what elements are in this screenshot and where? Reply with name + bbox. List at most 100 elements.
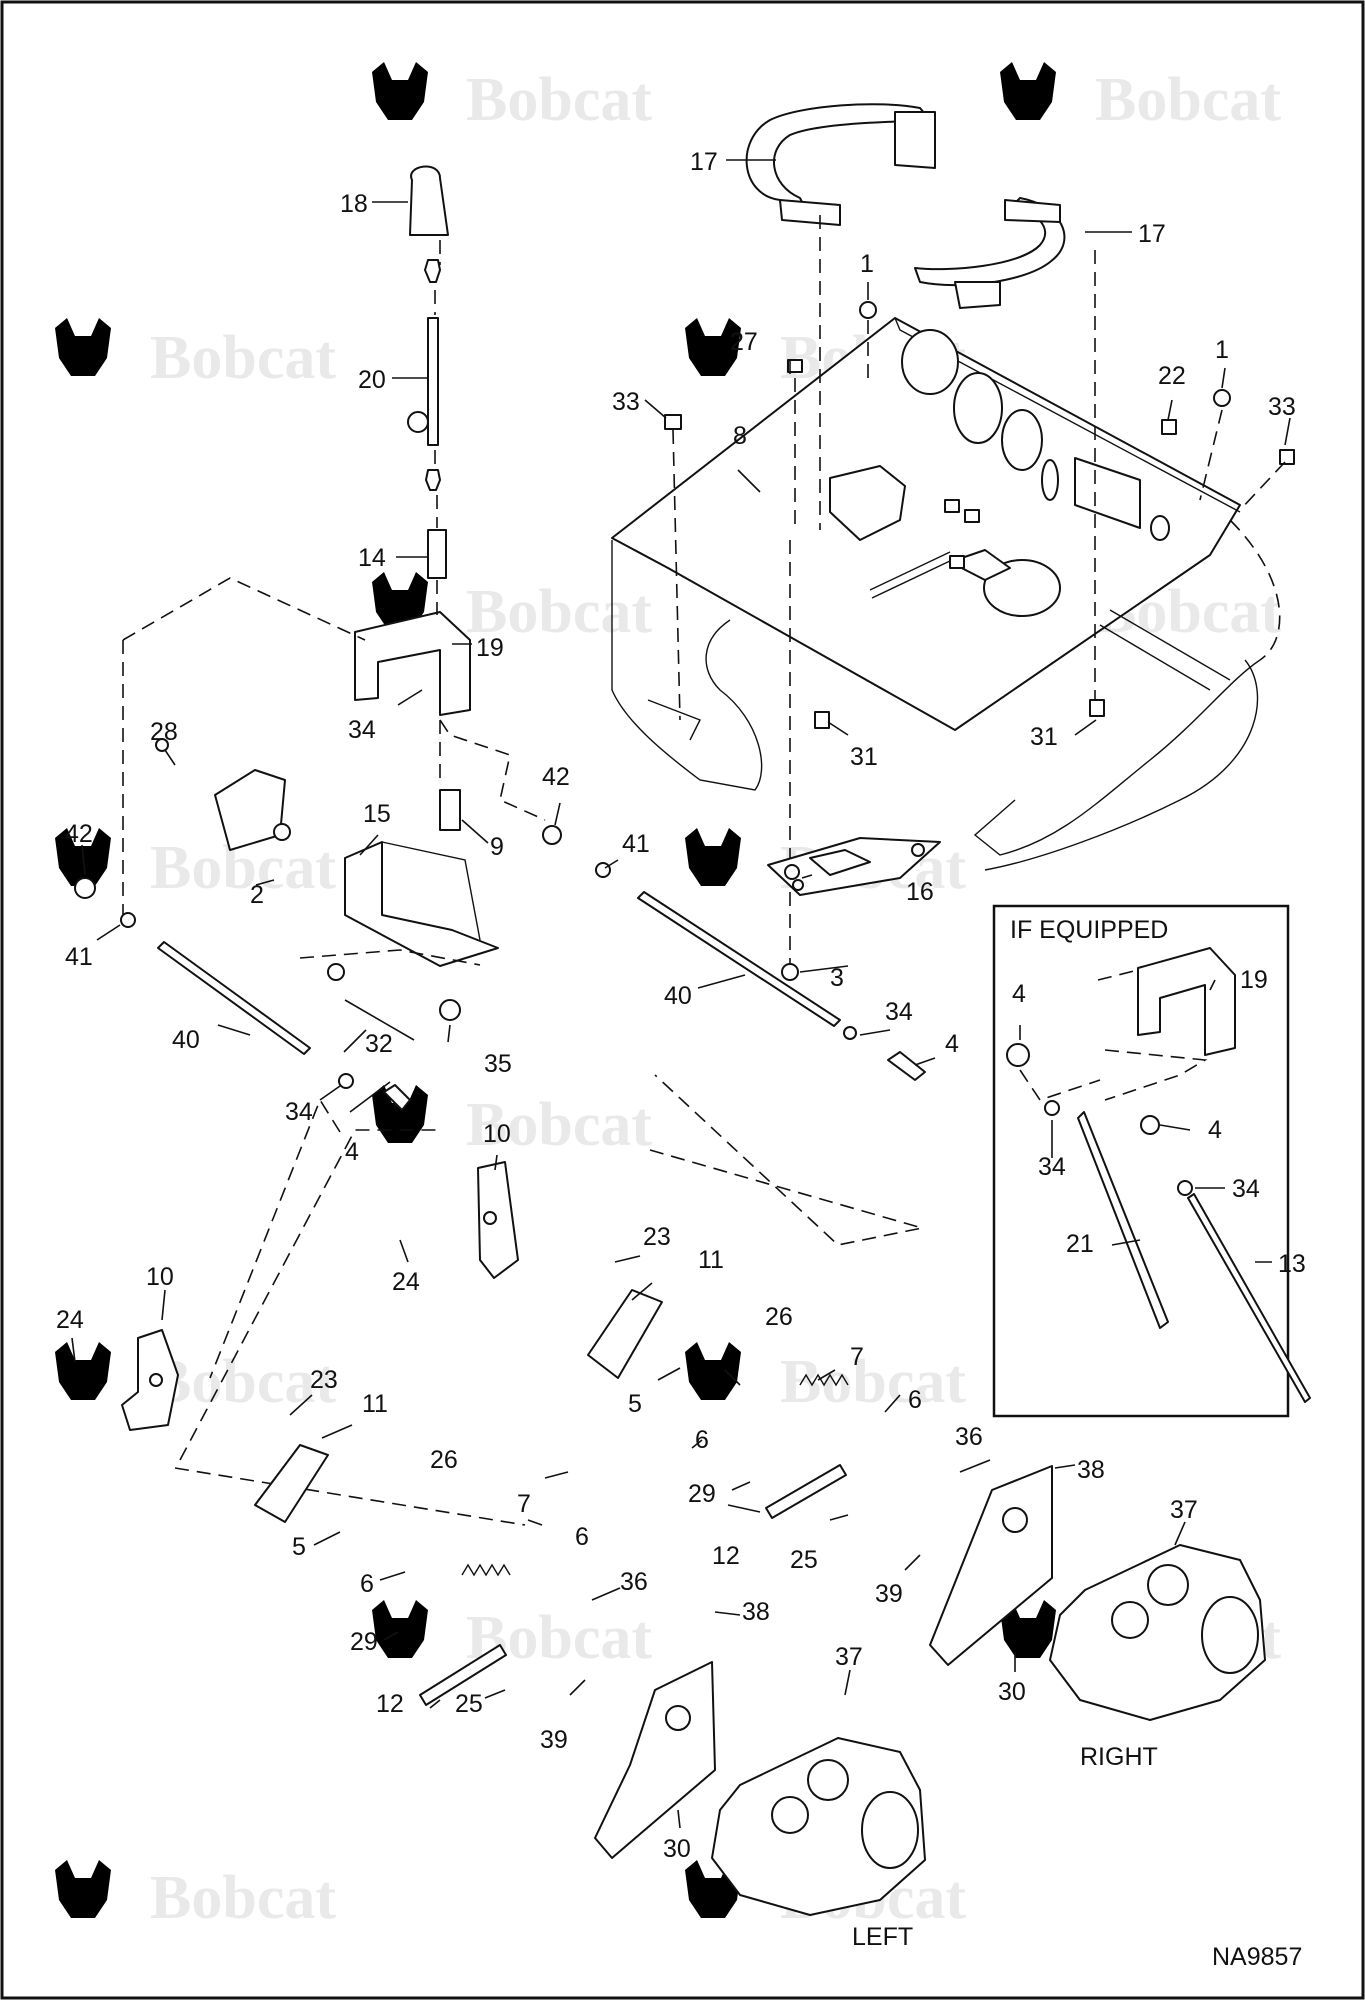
callout-38: 38	[742, 1598, 770, 1626]
callout-39: 39	[875, 1580, 903, 1608]
callout-13: 13	[1278, 1250, 1306, 1278]
callout-41: 41	[622, 830, 650, 858]
callout-4: 4	[945, 1030, 959, 1058]
callout-42: 42	[542, 763, 570, 791]
knob	[409, 165, 449, 236]
callout-8: 8	[733, 422, 747, 450]
callout-11: 11	[698, 1246, 724, 1274]
pump-plate-38-left	[594, 1661, 716, 1859]
callout-17: 17	[1138, 220, 1166, 248]
callout-4: 4	[1208, 1116, 1222, 1144]
callout-21: 21	[1066, 1230, 1094, 1258]
springs	[461, 1373, 849, 1577]
plate-28	[214, 769, 286, 851]
linkage-arm-11-upper	[587, 1289, 663, 1379]
callout-27: 27	[730, 328, 758, 356]
callout-34: 34	[1232, 1175, 1260, 1203]
plate-fasteners	[664, 301, 1295, 729]
watermark-logo: Bobcat	[55, 828, 336, 902]
callout-3: 3	[830, 964, 844, 992]
callout-15: 15	[363, 800, 391, 828]
callout-5: 5	[628, 1390, 642, 1418]
callout-39: 39	[540, 1726, 568, 1754]
callout-35: 35	[484, 1050, 512, 1078]
watermark-text: Bobcat	[150, 1864, 336, 1932]
watermark-logo: Bobcat	[1000, 62, 1281, 134]
alignment-lines-left	[122, 240, 923, 1526]
callout-7: 7	[850, 1343, 864, 1371]
chassis-outline	[611, 540, 1261, 871]
callout-26: 26	[765, 1303, 793, 1331]
watermark-logo: Bobcat	[55, 1342, 336, 1416]
callout-33: 33	[612, 388, 640, 416]
pump-right	[1049, 1544, 1266, 1721]
inset-title: IF EQUIPPED	[1010, 916, 1168, 944]
figure-code: NA9857	[1212, 1943, 1302, 1971]
watermark-logo: Bobcat	[372, 572, 652, 646]
watermark-logo: Bobcat	[55, 318, 336, 392]
watermark-text: Bobcat	[466, 1091, 652, 1159]
callout-31: 31	[1030, 723, 1058, 751]
linkage-bracket-10-upper	[477, 1161, 519, 1279]
grab-handle-left	[745, 103, 936, 226]
hardware	[74, 411, 926, 1111]
pump-label-left: LEFT	[852, 1923, 913, 1951]
callout-20: 20	[358, 366, 386, 394]
callout-34: 34	[348, 716, 376, 744]
callout-6: 6	[575, 1523, 589, 1551]
callout-23: 23	[643, 1223, 671, 1251]
lever-rod	[424, 259, 447, 579]
watermark-text: Bobcat	[466, 578, 652, 646]
watermark-text: Bobcat	[780, 1348, 966, 1416]
pump-label-right: RIGHT	[1080, 1743, 1158, 1771]
callout-26: 26	[430, 1446, 458, 1474]
callout-30: 30	[663, 1835, 691, 1863]
callout-41: 41	[65, 943, 93, 971]
callout-40: 40	[664, 982, 692, 1010]
callout-37: 37	[835, 1643, 863, 1671]
leader-lines	[71, 159, 1291, 1829]
callout-40: 40	[172, 1026, 200, 1054]
callout-10: 10	[146, 1263, 174, 1291]
callout-32: 32	[365, 1030, 393, 1058]
callout-5: 5	[292, 1533, 306, 1561]
callout-6: 6	[695, 1426, 709, 1454]
watermark-logo: Bobcat	[55, 1860, 336, 1932]
linkage-bracket-10-lower	[121, 1329, 179, 1431]
callout-17: 17	[690, 148, 718, 176]
watermark-text: Bobcat	[150, 324, 336, 392]
callout-38: 38	[1077, 1456, 1105, 1484]
callout-30: 30	[998, 1678, 1026, 1706]
shift-bracket-15	[344, 841, 499, 967]
callout-7: 7	[517, 1490, 531, 1518]
callout-6: 6	[908, 1386, 922, 1414]
watermark-logo: Bobcat	[372, 1085, 652, 1159]
callout-2: 2	[250, 881, 264, 909]
linkage-arm-11-lower	[254, 1444, 329, 1523]
callout-1: 1	[860, 250, 874, 278]
callout-31: 31	[850, 743, 878, 771]
rod-40-right	[637, 891, 841, 1027]
callout-12: 12	[712, 1542, 740, 1570]
callout-34: 34	[1038, 1153, 1066, 1181]
callout-36: 36	[620, 1568, 648, 1596]
floor-plate	[611, 317, 1241, 731]
watermark-text: Bobcat	[466, 66, 652, 134]
callout-4: 4	[1012, 980, 1026, 1008]
callout-18: 18	[340, 190, 368, 218]
pump-left	[711, 1737, 926, 1916]
callout-29: 29	[688, 1480, 716, 1508]
callout-9: 9	[490, 833, 504, 861]
callout-labels: 17 17 18 20 14 19 34 15 9 1 1 27 33 33 2…	[56, 148, 1306, 1971]
callout-12: 12	[376, 1690, 404, 1718]
watermark-logo: Bobcat	[685, 1342, 966, 1416]
callout-4: 4	[345, 1138, 359, 1166]
pump-plate-38-right	[929, 1465, 1053, 1666]
callout-34: 34	[285, 1098, 313, 1126]
callout-1: 1	[1215, 336, 1229, 364]
callout-28: 28	[150, 718, 178, 746]
nut-3	[781, 963, 799, 981]
